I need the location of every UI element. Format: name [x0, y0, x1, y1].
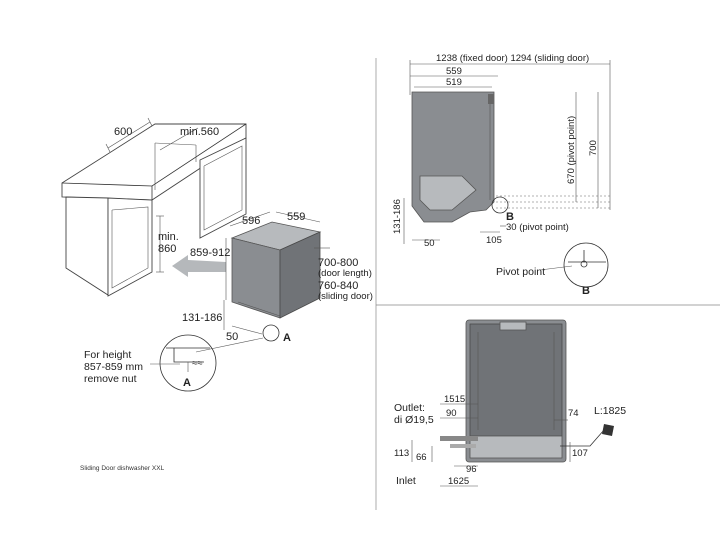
detail-note-line-3: remove nut — [84, 373, 137, 385]
detail-circle-a — [159, 334, 217, 392]
dim-appliance-depth: 559 — [287, 211, 305, 223]
dim-total-depth: 1238 (fixed door) 1294 (sliding door) — [436, 53, 589, 64]
dim-opening-width: min.560 — [180, 126, 219, 138]
insert-direction-arrow — [172, 255, 226, 277]
inlet-hose — [450, 444, 476, 448]
dim-1515: 1515 — [444, 394, 465, 405]
dim-96: 96 — [466, 464, 477, 475]
callout-b: B — [506, 211, 514, 223]
pivot-point-label: Pivot point — [496, 266, 545, 278]
dim-50: 50 — [424, 238, 435, 249]
dishwasher-side — [279, 231, 321, 319]
detail-callout-a: A — [183, 377, 191, 389]
detail-note-line-1: For height — [84, 349, 131, 361]
dim-depth-559: 559 — [446, 66, 462, 77]
isometric-installation-view: 600 min.560 min. 860 596 559 859-912 700… — [61, 117, 373, 392]
dim-pivot-height: 670 (pivot point) — [566, 116, 577, 184]
dim-66: 66 — [416, 452, 427, 463]
dim-cabinet-width: 600 — [114, 126, 132, 138]
callout-circle-a — [262, 324, 280, 342]
dim-depth-519: 519 — [446, 77, 462, 88]
caption: Sliding Door dishwasher XXL — [80, 465, 165, 472]
dim-sliding-door: 760-840 — [318, 280, 358, 292]
detail-circle-b — [563, 242, 609, 288]
svg-text:≈≈: ≈≈ — [192, 358, 202, 369]
dim-door-length-note: (door length) — [318, 268, 372, 279]
power-cord-length: L:1825 — [594, 405, 626, 417]
dim-height-700: 700 — [588, 140, 599, 156]
dim-appliance-width: 596 — [242, 215, 260, 227]
front-view: 1515 90 74 L:1825 Outlet: di Ø19,5 113 6… — [394, 319, 626, 487]
right-cabinet — [199, 137, 247, 239]
dim-107: 107 — [572, 448, 588, 459]
dim-plinth-depth: 50 — [226, 331, 238, 343]
outlet-label: Outlet: — [394, 402, 425, 414]
dim-door-length: 700-800 — [318, 257, 358, 269]
dim-plinth-height: 131-186 — [182, 312, 222, 324]
dim-30-pivot: 30 (pivot point) — [506, 222, 569, 233]
power-cord — [560, 429, 605, 447]
dim-1625: 1625 — [448, 476, 469, 487]
detail-callout-b: B — [582, 285, 590, 297]
outlet-hose — [440, 436, 478, 441]
dim-105: 105 — [486, 235, 502, 246]
dim-74: 74 — [568, 408, 579, 419]
detail-note-line-2: 857-859 mm — [84, 361, 143, 373]
dim-plinth-range: 131-186 — [392, 199, 403, 234]
inlet-label: Inlet — [396, 475, 416, 487]
dim-sliding-door-note: (sliding door) — [318, 291, 373, 302]
callout-circle-b — [491, 196, 509, 214]
side-view: 1238 (fixed door) 1294 (sliding door) 55… — [392, 53, 611, 297]
dim-90: 90 — [446, 408, 457, 419]
dim-113: 113 — [394, 448, 409, 459]
plug-icon — [602, 424, 614, 436]
dishwasher-front — [231, 237, 281, 319]
left-cabinet — [65, 196, 109, 296]
callout-a: A — [283, 332, 291, 344]
dim-height-min-value: 860 — [158, 243, 176, 255]
dim-height-min-label: min. — [158, 231, 179, 243]
outlet-diameter: di Ø19,5 — [394, 414, 434, 426]
dim-height-range: 859-912 — [190, 247, 230, 259]
